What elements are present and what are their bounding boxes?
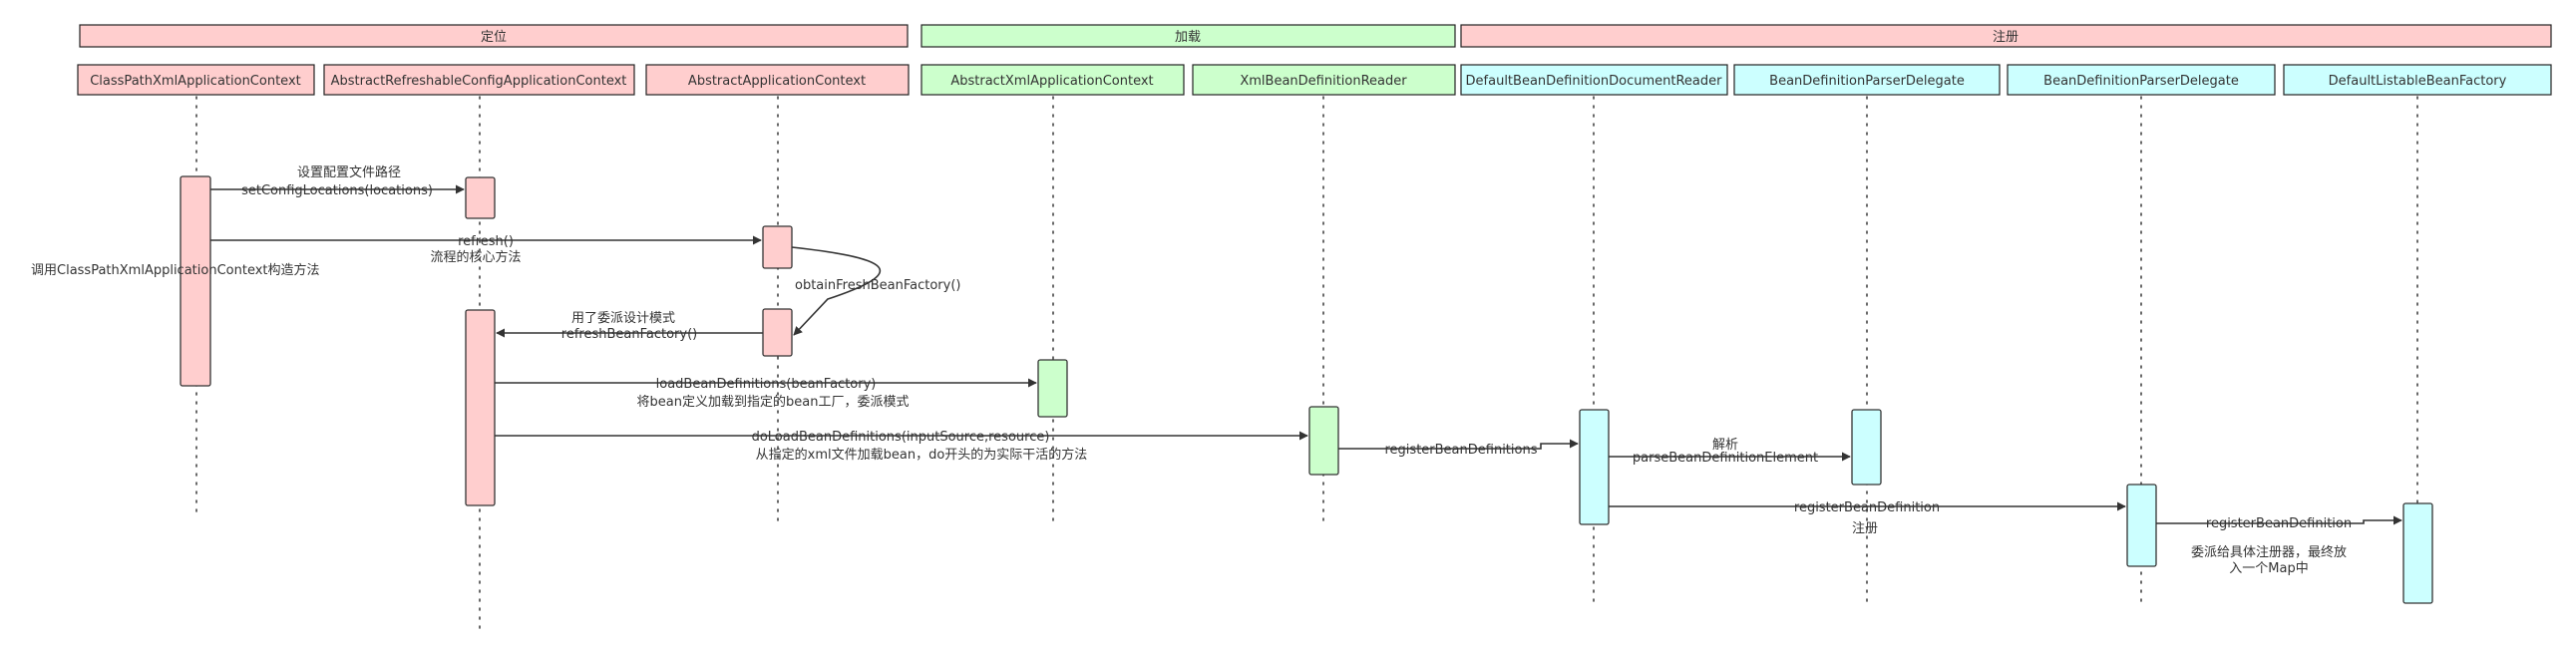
participant-xml-reader: XmlBeanDefinitionReader	[1192, 64, 1456, 96]
constructor-note: 调用ClassPathXmlApplicationContext构造方法	[31, 262, 320, 278]
participant-abstract-app-label: AbstractApplicationContext	[688, 74, 866, 89]
activations	[180, 175, 2433, 604]
activation-abstract-app-1	[762, 225, 793, 269]
arrow-register-bean-definition-2	[2156, 515, 2402, 525]
label-register-note: 注册	[1852, 521, 1878, 536]
participant-doc-reader-label: DefaultBeanDefinitionDocumentReader	[1466, 74, 1723, 89]
label-register-def-call: registerBeanDefinition	[1794, 500, 1940, 515]
activation-abstract-app-2	[762, 308, 793, 357]
label-refresh-call: refresh()	[458, 234, 514, 249]
activation-bean-factory	[2402, 502, 2433, 604]
phase-load-label: 加载	[1175, 30, 1201, 45]
label-obtain-call: obtainFreshBeanFactory()	[795, 278, 960, 293]
phase-register: 注册	[1460, 24, 2552, 48]
participant-parser-delegate-1: BeanDefinitionParserDelegate	[1733, 64, 2001, 96]
labels: 调用ClassPathXmlApplicationContext构造方法 设置配…	[31, 164, 2352, 576]
activation-refreshable-2	[465, 309, 496, 506]
label-register-defs-call: registerBeanDefinitions	[1385, 443, 1538, 458]
participant-classpath-label: ClassPathXmlApplicationContext	[90, 74, 301, 89]
label-refresh-note: 流程的核心方法	[430, 249, 521, 265]
activation-refreshable-1	[465, 176, 496, 219]
participant-refreshable-label: AbstractRefreshableConfigApplicationCont…	[331, 74, 627, 89]
participant-bean-factory-label: DefaultListableBeanFactory	[2329, 74, 2507, 89]
activation-classpath	[180, 175, 211, 387]
phase-load: 加载	[920, 24, 1456, 48]
label-parse-title: 解析	[1712, 438, 1738, 453]
activation-parser-delegate-2	[2126, 484, 2157, 567]
participant-parser-delegate-2: BeanDefinitionParserDelegate	[2007, 64, 2276, 96]
label-delegate-note: 用了委派设计模式	[571, 311, 675, 326]
participant-abstract-app: AbstractApplicationContext	[645, 64, 910, 96]
label-doload-call: doLoadBeanDefinitions(inputSource,resour…	[752, 430, 1050, 445]
activation-doc-reader	[1579, 409, 1610, 525]
participant-doc-reader: DefaultBeanDefinitionDocumentReader	[1460, 64, 1728, 96]
label-parse-call: parseBeanDefinitionElement	[1633, 451, 1818, 466]
participant-abstract-xml-label: AbstractXmlApplicationContext	[950, 74, 1153, 89]
participant-refreshable: AbstractRefreshableConfigApplicationCont…	[323, 64, 635, 96]
label-load-call: loadBeanDefinitions(beanFactory)	[656, 377, 877, 392]
activation-abstract-xml	[1037, 359, 1068, 418]
participant-abstract-xml: AbstractXmlApplicationContext	[920, 64, 1185, 96]
participant-parser-delegate-2-label: BeanDefinitionParserDelegate	[2043, 74, 2239, 89]
label-refresh-bf-call: refreshBeanFactory()	[561, 327, 697, 342]
activation-parser-delegate-1	[1851, 409, 1882, 486]
label-load-note: 将bean定义加载到指定的bean工厂，委派模式	[637, 394, 910, 410]
label-final-note-line2: 入一个Map中	[2229, 561, 2308, 576]
participant-parser-delegate-1-label: BeanDefinitionParserDelegate	[1769, 74, 1965, 89]
phase-locate-label: 定位	[481, 30, 507, 45]
participant-bean-factory: DefaultListableBeanFactory	[2283, 64, 2552, 96]
label-register-def-call-2: registerBeanDefinition	[2206, 516, 2352, 531]
messages	[210, 184, 2402, 525]
participant-xml-reader-label: XmlBeanDefinitionReader	[1240, 74, 1407, 89]
label-doload-note: 从指定的xml文件加载bean，do开头的为实际干活的方法	[756, 447, 1088, 463]
lifelines	[195, 96, 2418, 631]
phase-register-label: 注册	[1993, 30, 2019, 45]
label-set-config-call: setConfigLocations(locations)	[241, 183, 433, 198]
arrow-obtain-self	[791, 246, 882, 336]
phase-locate: 定位	[79, 24, 909, 48]
arrow-register-bean-definitions	[1338, 439, 1579, 450]
activation-xml-reader	[1308, 406, 1339, 476]
label-final-note-line1: 委派给具体注册器，最终放	[2191, 544, 2347, 560]
label-set-config-title: 设置配置文件路径	[297, 164, 401, 180]
participant-classpath: ClassPathXmlApplicationContext	[77, 64, 315, 96]
